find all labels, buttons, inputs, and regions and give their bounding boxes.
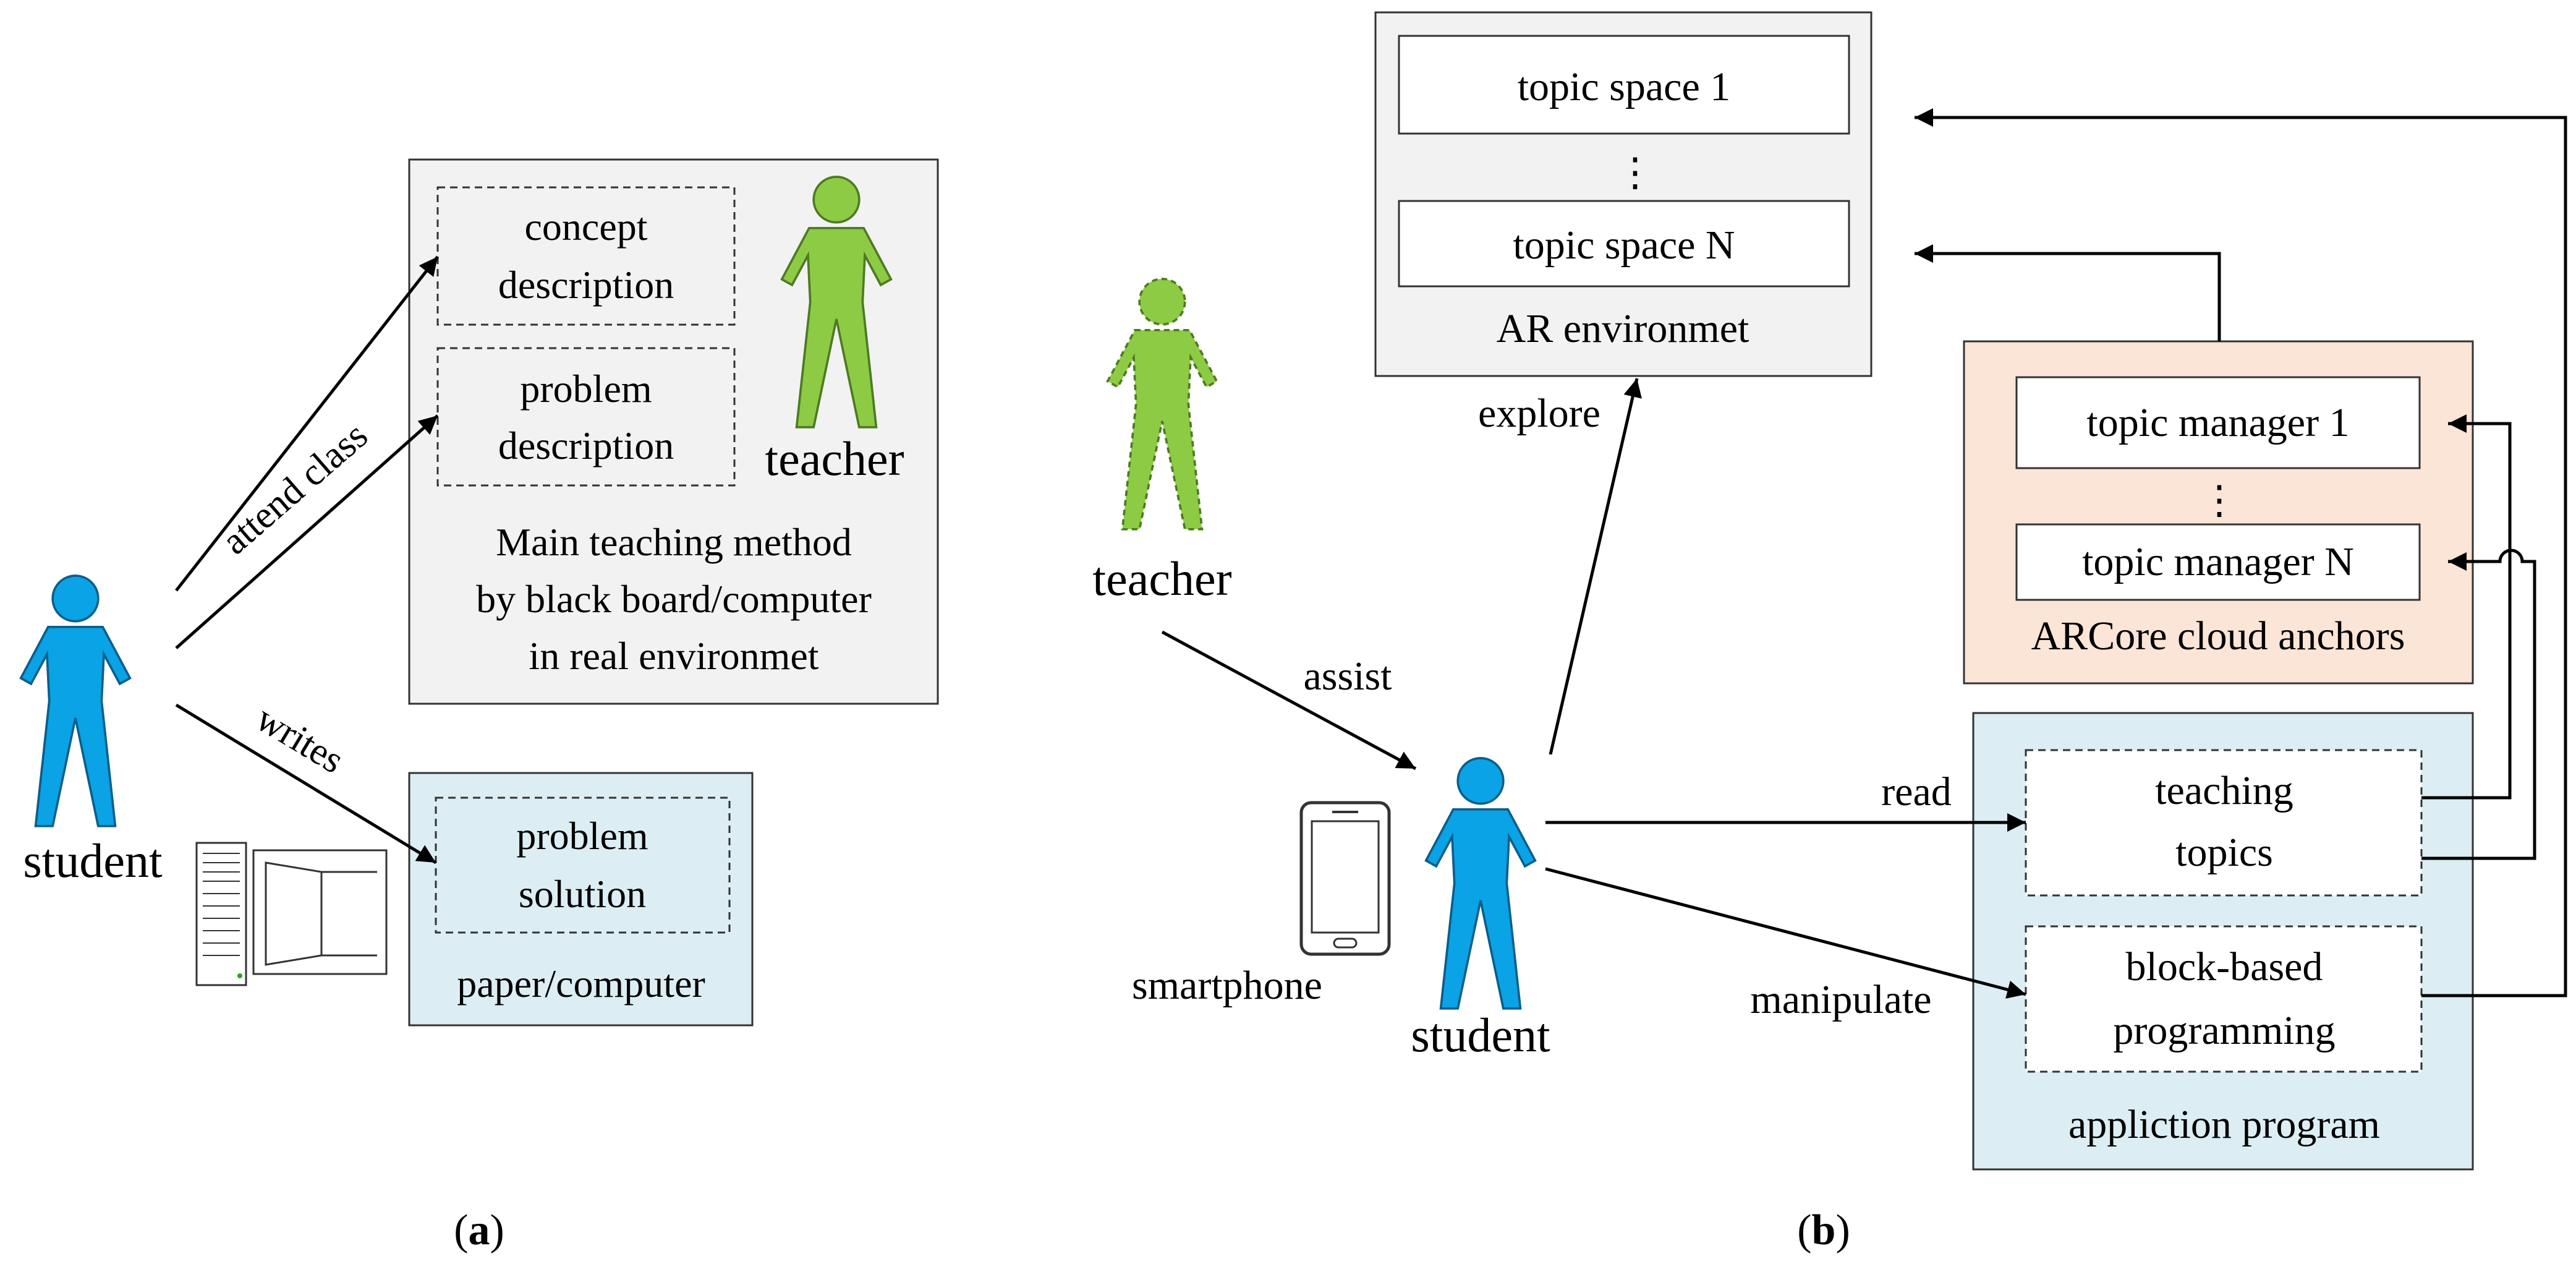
arrow-topics-to-managerN xyxy=(2421,549,2536,860)
caption-a: (a) xyxy=(454,1206,504,1254)
attend-class-label: attend class xyxy=(214,414,376,563)
arrow-attend-class-1 xyxy=(175,255,439,592)
topic-manager-1-label: topic manager 1 xyxy=(2086,400,2349,445)
concept-line1: concept xyxy=(525,205,648,249)
teacher-label-b: teacher xyxy=(1092,552,1231,605)
teaching-topics-box xyxy=(2025,749,2423,897)
topic-manager-1-box xyxy=(2015,376,2421,469)
problem-line2: description xyxy=(498,424,674,468)
arrow-attend-class-2 xyxy=(175,414,439,649)
caption-b: (b) xyxy=(1797,1206,1850,1254)
smartphone-icon xyxy=(1299,801,1391,956)
topic-manager-n-label: topic manager N xyxy=(2082,539,2354,584)
assist-label: assist xyxy=(1303,654,1392,699)
panel-a: concept description problem description … xyxy=(19,158,939,1254)
arrow-manipulate xyxy=(1545,867,2026,999)
solution-line2: solution xyxy=(519,872,646,916)
arrow-block-to-space1 xyxy=(1915,108,2567,997)
arrow-assist xyxy=(1161,630,1417,771)
panel-b: topic space 1 ⋮ topic space N AR environ… xyxy=(1092,11,2567,1254)
block-line1: block-based xyxy=(2126,944,2323,989)
topic-manager-dots: ⋮ xyxy=(2200,478,2239,522)
student-label-b: student xyxy=(1411,1008,1550,1062)
concept-description-box xyxy=(436,186,736,326)
topic-space-1-label: topic space 1 xyxy=(1518,64,1731,109)
student-figure-a-icon xyxy=(19,574,132,827)
teaching-line1: teaching xyxy=(2155,768,2293,813)
method-line3: in real environmet xyxy=(529,634,818,678)
ar-environment-label: AR environmet xyxy=(1497,306,1749,351)
arrow-arcore-to-spaceN xyxy=(1915,244,2221,341)
smartphone-label: smartphone xyxy=(1132,963,1322,1008)
student-label-a: student xyxy=(23,834,163,887)
read-label: read xyxy=(1881,769,1952,814)
teaching-line2: topics xyxy=(2175,830,2273,875)
manipulate-label: manipulate xyxy=(1750,977,1931,1022)
paper-computer-label: paper/computer xyxy=(457,962,705,1006)
arrow-explore xyxy=(1549,378,1642,755)
block-programming-box xyxy=(2025,925,2423,1073)
computer-icon xyxy=(195,842,388,986)
topic-space-dots: ⋮ xyxy=(1615,150,1655,194)
teacher-label-a: teacher xyxy=(765,432,904,485)
topic-space-n-box xyxy=(1398,200,1850,288)
topic-space-n-label: topic space N xyxy=(1513,223,1735,268)
problem-solution-box xyxy=(435,796,731,934)
application-program-label: appliction program xyxy=(2068,1102,2380,1147)
method-line1: Main teaching method xyxy=(496,520,852,564)
method-line2: by black board/computer xyxy=(476,577,872,621)
arrow-topics-to-manager1 xyxy=(2421,414,2512,800)
concept-line2: description xyxy=(498,263,674,307)
topic-manager-n-box xyxy=(2015,523,2421,601)
student-figure-b-icon xyxy=(1424,757,1537,1010)
solution-line1: problem xyxy=(516,814,648,858)
writes-label: writes xyxy=(249,698,351,782)
problem-line1: problem xyxy=(520,367,652,411)
arrow-writes xyxy=(175,703,437,865)
explore-label: explore xyxy=(1478,391,1600,436)
arcore-label: ARCore cloud anchors xyxy=(2031,613,2405,659)
teacher-figure-b-icon xyxy=(1106,278,1218,531)
topic-space-1-box xyxy=(1398,35,1850,135)
block-line2: programming xyxy=(2113,1008,2335,1053)
problem-description-box xyxy=(436,347,736,487)
